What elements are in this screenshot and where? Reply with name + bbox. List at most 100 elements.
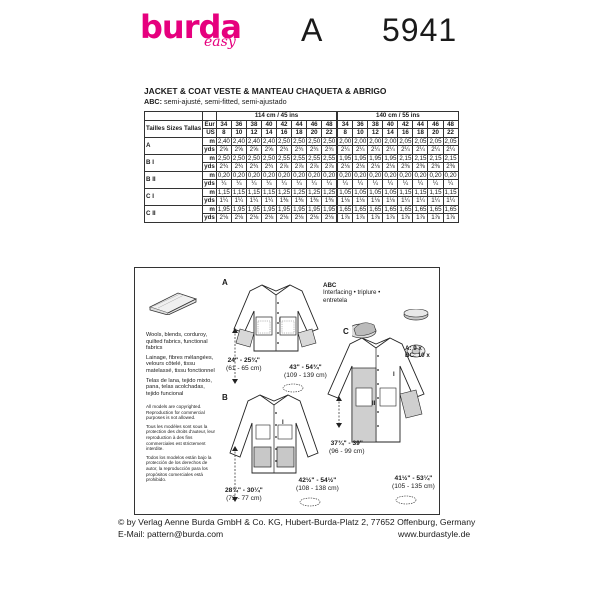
yardage-cell: 2⅛ <box>382 162 399 172</box>
burda-logo: burda easy <box>140 8 250 60</box>
yardage-cell: 2,55 <box>276 153 293 163</box>
unit-cell: m <box>202 136 217 146</box>
yardage-cell: 2,05 <box>427 136 444 146</box>
notions-interfacing: Interfacing • triplure • <box>323 289 381 297</box>
view-c-length-in: 37¾" - 39" <box>330 440 363 447</box>
yardage-cell: 1⅜ <box>306 196 323 206</box>
yardage-cell: 2⅜ <box>427 162 444 172</box>
view-c-coat-drawing <box>327 337 425 443</box>
notions-illustration <box>352 309 429 358</box>
view-c-chest-cm: (105 - 135 cm) <box>392 482 435 490</box>
illustration-frame <box>134 267 440 515</box>
yardage-cell: ¼ <box>382 179 399 189</box>
view-b-length-cm: (73 - 77 cm) <box>226 494 262 502</box>
yardage-cell: 1,65 <box>397 204 414 214</box>
yardage-cell: ¼ <box>397 179 414 189</box>
view-a-chest-cm: (109 - 139 cm) <box>284 371 327 379</box>
eur-size-cell: 42 <box>397 119 414 129</box>
yardage-cell: 1⅛ <box>382 196 399 206</box>
us-size-cell: 20 <box>427 128 444 138</box>
yardage-cell: ¼ <box>442 179 459 189</box>
size-header-cell: Tailles Sizes Tallas <box>143 119 204 138</box>
yardage-cell: 1⅛ <box>352 196 369 206</box>
yardage-cell: 2,50 <box>215 153 232 163</box>
yardage-cell: ¼ <box>291 179 308 189</box>
yardage-cell: 2,00 <box>382 136 399 146</box>
yardage-cell: 2¾ <box>321 145 338 155</box>
yardage-cell: 2,55 <box>306 153 323 163</box>
yardage-cell: 1⅛ <box>367 196 384 206</box>
copyright-en: All models are copyrighted. Reproduction… <box>146 404 205 421</box>
yardage-cell: 2⅛ <box>321 213 338 223</box>
us-size-cell: 22 <box>321 128 338 138</box>
button-count-bc: BC: 10 x <box>405 352 430 360</box>
yardage-cell: 2¼ <box>367 145 384 155</box>
view-a-chest-in: 43" - 54¾" <box>289 364 322 371</box>
yardage-cell: 1,25 <box>306 187 323 197</box>
yardage-cell: 2¼ <box>352 145 369 155</box>
yardage-cell: 2⅜ <box>412 162 429 172</box>
us-size-cell: 18 <box>291 128 308 138</box>
yardage-cell: 2⅛ <box>215 213 232 223</box>
yardage-cell: 1,95 <box>276 204 293 214</box>
eur-size-cell: 34 <box>337 119 354 129</box>
yardage-cell: 1,15 <box>230 187 247 197</box>
us-size-cell: 18 <box>412 128 429 138</box>
yardage-cell: 0,20 <box>367 170 384 180</box>
yardage-cell: 2⅝ <box>245 145 262 155</box>
yardage-cell: 1⅜ <box>321 196 338 206</box>
view-c-part-one: I <box>393 372 395 378</box>
us-size-cell: 10 <box>230 128 247 138</box>
yardage-cell: 2¼ <box>382 145 399 155</box>
yardage-cell: 1,15 <box>397 187 414 197</box>
unit-cell: yds <box>202 145 217 155</box>
eur-size-cell: 48 <box>442 119 459 129</box>
view-b-length-arrow <box>232 446 238 502</box>
yardage-cell: 2⅞ <box>276 162 293 172</box>
yardage-cell: 2¼ <box>397 145 414 155</box>
yardage-cell: 1⅜ <box>291 196 308 206</box>
yardage-cell: ¼ <box>306 179 323 189</box>
yardage-cell: 2,50 <box>291 136 308 146</box>
yardage-cell: 2¾ <box>230 162 247 172</box>
us-size-cell: 12 <box>367 128 384 138</box>
yardage-cell: 2⅛ <box>306 213 323 223</box>
yardage-cell: 0,20 <box>215 170 232 180</box>
view-a-length-in: 24" - 25¾" <box>227 357 260 364</box>
eur-size-cell: 40 <box>260 119 278 129</box>
yardage-cell: 2,40 <box>215 136 232 146</box>
button-count-a: A: 9 x <box>405 345 422 352</box>
yardage-cell: 2⅝ <box>230 145 247 155</box>
width-1-header: 114 cm / 45 ins <box>215 111 338 121</box>
yardage-cell: 1,25 <box>321 187 338 197</box>
view-b-chest: 42½" - 54½" (108 - 138 cm) <box>296 477 339 492</box>
fabric-es: Telas de lana, tejido mixto, pana, telas… <box>146 377 212 397</box>
yardage-cell: 2,15 <box>442 153 459 163</box>
eur-size-cell: 38 <box>245 119 262 129</box>
us-label-cell: US <box>202 128 217 138</box>
us-size-cell: 14 <box>260 128 278 138</box>
yardage-cell: 0,20 <box>230 170 247 180</box>
yardage-cell: 2⅝ <box>260 145 278 155</box>
yardage-cell: 1,95 <box>260 204 278 214</box>
yardage-cell: 2⅛ <box>276 213 293 223</box>
view-label-cell: C II <box>143 204 204 223</box>
yardage-cell: ¼ <box>230 179 247 189</box>
yardage-cell: 1,95 <box>291 204 308 214</box>
yardage-cell: 1,15 <box>442 187 459 197</box>
yardage-cell: 2⅛ <box>291 213 308 223</box>
yardage-cell: 1,05 <box>382 187 399 197</box>
yardage-cell: 1,15 <box>245 187 262 197</box>
yardage-cell: 2⅛ <box>260 213 278 223</box>
yardage-cell: 2,05 <box>412 136 429 146</box>
eur-size-cell: 42 <box>276 119 293 129</box>
view-b-jacket-drawing <box>229 394 319 474</box>
us-size-cell: 12 <box>245 128 262 138</box>
yardage-cell: ¼ <box>427 179 444 189</box>
footer-website[interactable]: www.burdastyle.de <box>398 529 471 539</box>
yardage-cell: 2⅛ <box>352 162 369 172</box>
